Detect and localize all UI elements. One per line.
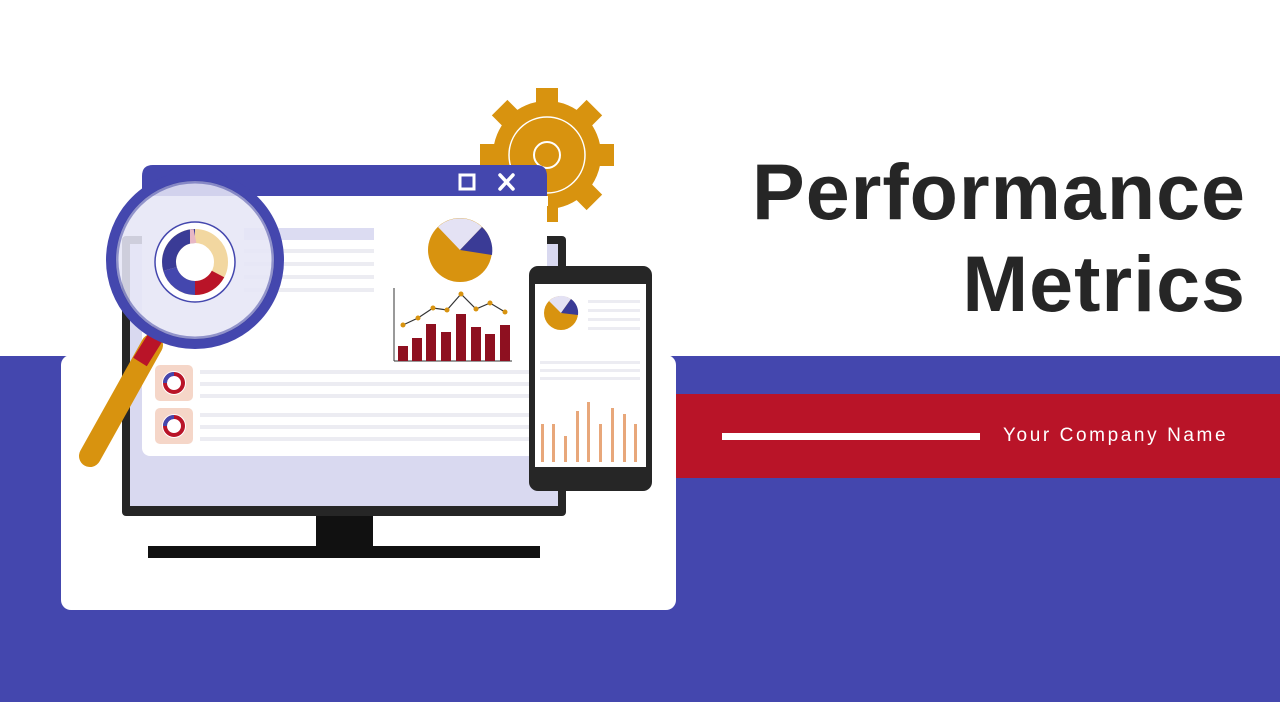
window-maximize-icon[interactable]	[458, 173, 476, 191]
list-item	[155, 365, 530, 401]
bar-chart-icon	[541, 402, 637, 462]
smartphone-icon	[529, 266, 652, 491]
title-line-1: Performance	[752, 147, 1246, 236]
pie-chart-icon	[428, 218, 493, 282]
donut-chart-icon	[154, 221, 236, 303]
title-line-2: Metrics	[962, 239, 1246, 328]
pie-chart-icon	[544, 295, 579, 330]
bar-chart-icon	[393, 288, 512, 362]
line-chart-icon	[400, 291, 508, 328]
page-title: Performance Metrics	[686, 146, 1246, 330]
company-name: Your Company Name	[1003, 425, 1229, 446]
magnifier-icon	[79, 171, 284, 467]
window-close-icon[interactable]	[498, 173, 515, 191]
list-item	[155, 408, 530, 444]
accent-line	[722, 433, 980, 440]
